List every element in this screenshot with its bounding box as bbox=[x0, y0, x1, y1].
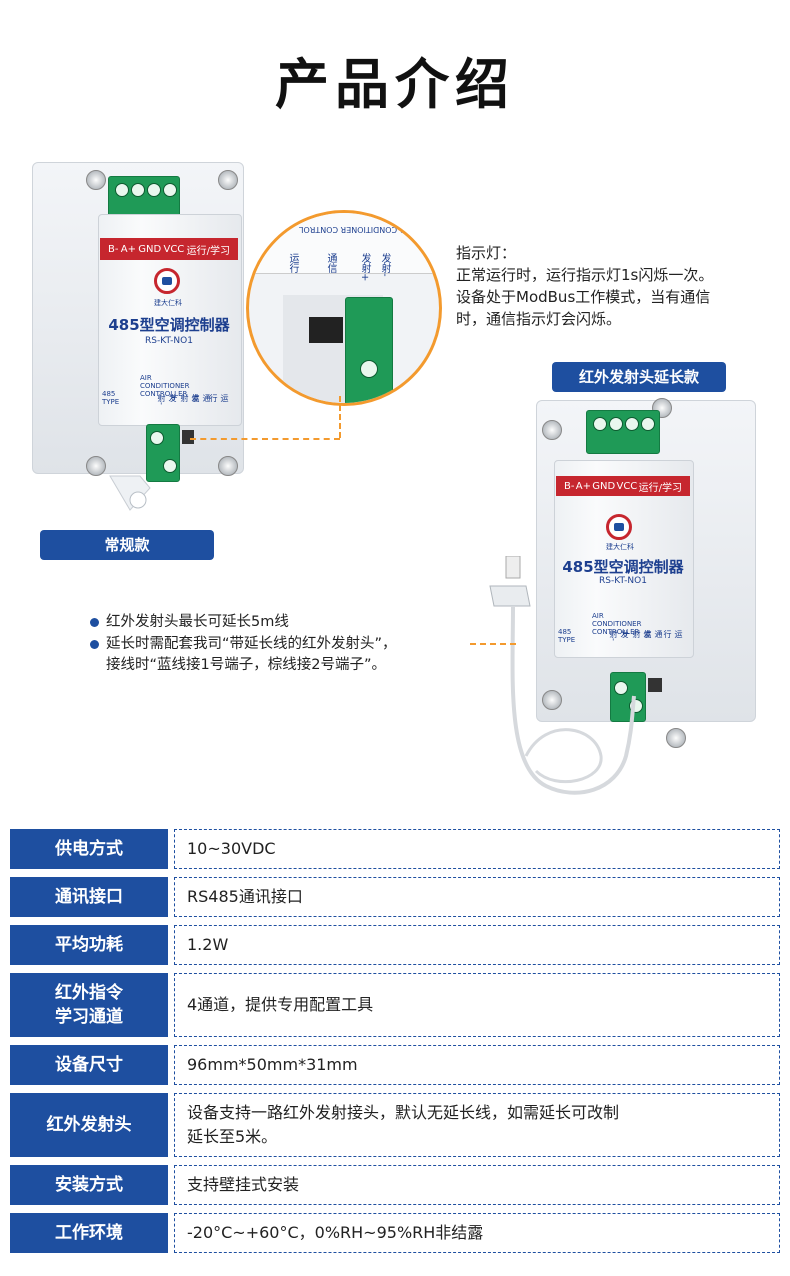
spec-key-line1: 红外指令 bbox=[55, 983, 123, 1003]
label-run-learn: 运行/学习 bbox=[186, 245, 230, 257]
label-gnd: GND bbox=[592, 480, 616, 492]
spec-key: 红外指令 学习通道 bbox=[10, 973, 168, 1037]
spec-value: -20°C~+60°C，0%RH~95%RH非结露 bbox=[174, 1213, 780, 1253]
label-comm: 通信 bbox=[191, 394, 211, 402]
spec-key: 供电方式 bbox=[10, 829, 168, 869]
zoom-terminal bbox=[345, 297, 393, 403]
zoom-label-run: 运行 bbox=[287, 253, 298, 273]
label-run: 运行 bbox=[209, 394, 229, 402]
spec-key: 安装方式 bbox=[10, 1165, 168, 1205]
zoom-label-emit-plus: 发射+ bbox=[359, 253, 370, 282]
controller-text: AIR CONDITIONER CONTROLLER bbox=[592, 612, 642, 636]
note-line1: 正常运行时，运行指示灯1s闪烁一次。 bbox=[456, 266, 714, 284]
device-model: RS-KT-NO1 bbox=[599, 576, 647, 586]
brand-logo-icon bbox=[154, 268, 180, 294]
mount-screw bbox=[86, 170, 106, 190]
spec-row: 设备尺寸 96mm*50mm*31mm bbox=[10, 1045, 780, 1085]
label-emit-minus: 发射- bbox=[157, 394, 177, 405]
bullet-text-2b: 接线时“蓝线接1号端子，棕线接2号端子”。 bbox=[106, 657, 386, 673]
brand-name: 建大仁科 bbox=[154, 299, 182, 307]
bullet-item: 延长时需配套我司“带延长线的红外发射头”， 接线时“蓝线接1号端子，棕线接2号端… bbox=[90, 634, 397, 676]
tag-standard: 常规款 bbox=[40, 530, 214, 560]
label-vcc: VCC bbox=[616, 480, 638, 492]
spec-key-line2: 学习通道 bbox=[55, 1007, 123, 1027]
label-comm: 通信 bbox=[643, 630, 663, 638]
spec-key: 红外发射头 bbox=[10, 1093, 168, 1157]
device-name: 485型空调控制器 bbox=[562, 558, 684, 576]
spec-row: 红外发射头 设备支持一路红外发射接头，默认无延长线，如需延长可改制 延长至5米。 bbox=[10, 1093, 780, 1157]
spec-row: 工作环境 -20°C~+60°C，0%RH~95%RH非结露 bbox=[10, 1213, 780, 1253]
note-line3: 时，通信指示灯会闪烁。 bbox=[456, 310, 622, 328]
spec-value: 1.2W bbox=[174, 925, 780, 965]
spec-value: 4通道，提供专用配置工具 bbox=[174, 973, 780, 1037]
mount-screw bbox=[218, 170, 238, 190]
controller-text: AIR CONDITIONER CONTROLLER bbox=[140, 374, 190, 398]
mount-screw bbox=[86, 456, 106, 476]
note-heading: 指示灯： bbox=[456, 244, 517, 262]
spec-key: 工作环境 bbox=[10, 1213, 168, 1253]
ir-terminal-block bbox=[146, 424, 180, 482]
spec-value-line1: 设备支持一路红外发射接头，默认无延长线，如需延长可改制 bbox=[187, 1103, 620, 1122]
label-b-minus: B- bbox=[564, 480, 575, 492]
ir-socket bbox=[648, 678, 662, 692]
tag-extended: 红外发射头延长款 bbox=[552, 362, 726, 392]
mount-screw bbox=[542, 420, 562, 440]
spec-value: 96mm*50mm*31mm bbox=[174, 1045, 780, 1085]
spec-key: 设备尺寸 bbox=[10, 1045, 168, 1085]
zoom-callout: AIR CONDITIONER CONTROL 运行 通信 发射+ 发射- bbox=[246, 210, 442, 406]
top-terminal-block bbox=[108, 176, 180, 218]
terminal-label-band: B- A+ GND VCC 运行/学习 bbox=[556, 476, 690, 496]
terminal-label-band: B- A+ GND VCC 运行/学习 bbox=[100, 238, 238, 260]
ir-socket bbox=[182, 430, 194, 444]
label-gnd: GND bbox=[138, 243, 162, 255]
mount-screw bbox=[666, 728, 686, 748]
spec-value-line2: 延长至5米。 bbox=[187, 1127, 278, 1146]
spec-row: 平均功耗 1.2W bbox=[10, 925, 780, 965]
bullet-text-1: 红外发射头最长可延长5m线 bbox=[106, 614, 289, 630]
indicator-note: 指示灯： 正常运行时，运行指示灯1s闪烁一次。 设备处于ModBus工作模式，当… bbox=[456, 242, 776, 330]
bullet-text-2a: 延长时需配套我司“带延长线的红外发射头”， bbox=[106, 636, 397, 652]
spec-value: 设备支持一路红外发射接头，默认无延长线，如需延长可改制 延长至5米。 bbox=[174, 1093, 780, 1157]
bullet-item: 红外发射头最长可延长5m线 bbox=[90, 612, 289, 633]
label-emit-plus: 发射+ bbox=[170, 394, 200, 402]
label-a-plus: A+ bbox=[120, 243, 136, 255]
spec-row: 红外指令 学习通道 4通道，提供专用配置工具 bbox=[10, 973, 780, 1037]
device-name: 485型空调控制器 bbox=[108, 316, 230, 334]
spec-key: 通讯接口 bbox=[10, 877, 168, 917]
label-a-plus: A+ bbox=[575, 480, 591, 492]
mount-screw bbox=[542, 690, 562, 710]
top-terminal-block bbox=[586, 410, 660, 454]
spec-row: 安装方式 支持壁挂式安装 bbox=[10, 1165, 780, 1205]
page-title: 产品介绍 bbox=[275, 53, 515, 116]
zoom-ir-socket bbox=[309, 317, 343, 343]
label-b-minus: B- bbox=[108, 243, 119, 255]
zoom-label-emit-minus: 发射- bbox=[379, 253, 390, 277]
label-run: 运行 bbox=[663, 630, 683, 638]
label-vcc: VCC bbox=[163, 243, 185, 255]
zoom-label-comm: 通信 bbox=[325, 253, 336, 273]
brand-name: 建大仁科 bbox=[606, 543, 634, 551]
note-line2: 设备处于ModBus工作模式，当有通信 bbox=[456, 288, 711, 306]
ir-terminal-block bbox=[610, 672, 646, 722]
device-model: RS-KT-NO1 bbox=[145, 336, 193, 346]
label-run-learn: 运行/学习 bbox=[638, 482, 682, 494]
spec-key: 平均功耗 bbox=[10, 925, 168, 965]
label-emit-minus: 发射- bbox=[609, 630, 629, 641]
type-text: 485 TYPE bbox=[102, 390, 120, 406]
spec-value: RS485通讯接口 bbox=[174, 877, 780, 917]
spec-value: 支持壁挂式安装 bbox=[174, 1165, 780, 1205]
zoom-header-text: AIR CONDITIONER CONTROL bbox=[299, 225, 414, 234]
type-text: 485 TYPE bbox=[558, 628, 576, 644]
mount-screw bbox=[218, 456, 238, 476]
ir-emitter-icon bbox=[109, 475, 151, 511]
spec-row: 通讯接口 RS485通讯接口 bbox=[10, 877, 780, 917]
spec-row: 供电方式 10~30VDC bbox=[10, 829, 780, 869]
ir-extension-cable-icon bbox=[489, 556, 636, 795]
label-emit-plus: 发射+ bbox=[622, 630, 652, 638]
brand-logo-icon bbox=[606, 514, 632, 540]
spec-value: 10~30VDC bbox=[174, 829, 780, 869]
